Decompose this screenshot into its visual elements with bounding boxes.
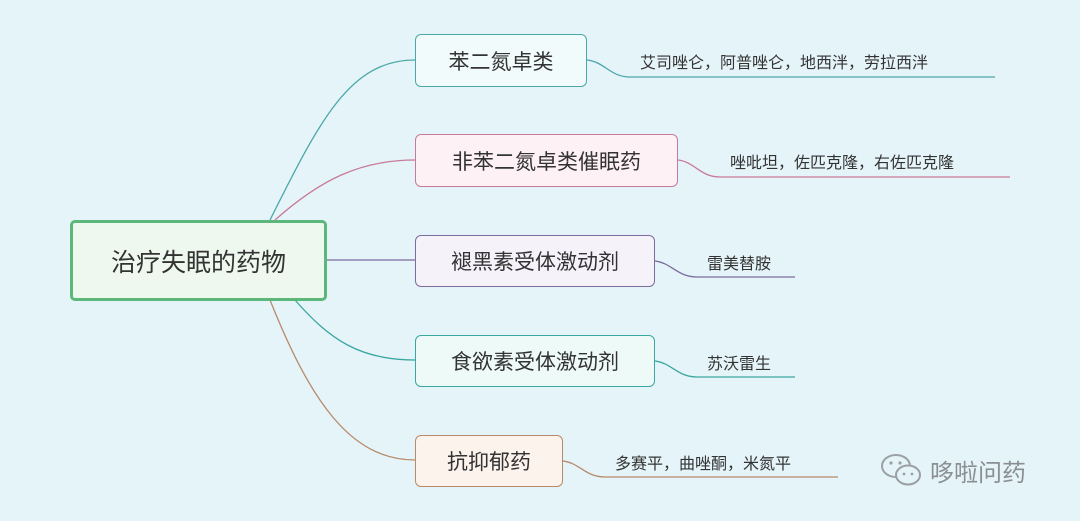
branch-node-melatonin-agonist: 褪黑素受体激动剂 (415, 235, 655, 287)
branch-node-antidepressants: 抗抑郁药 (415, 435, 563, 487)
root-node: 治疗失眠的药物 (70, 220, 327, 301)
connector-branch-5 (269, 299, 416, 461)
leaf-line-3 (654, 260, 795, 278)
branch-label: 苯二氮卓类 (448, 49, 554, 74)
branch-label: 非苯二氮卓类催眠药 (452, 149, 641, 174)
branch-node-orexin-agonist: 食欲素受体激动剂 (415, 335, 655, 387)
leaf-text: 唑吡坦，佐匹克隆，右佐匹克隆 (730, 153, 955, 172)
leaf-line-4 (654, 360, 795, 378)
branch-node-benzodiazepines: 苯二氮卓类 (415, 34, 587, 87)
root-label: 治疗失眠的药物 (110, 247, 286, 277)
watermark-text: 哆啦问药 (930, 458, 1026, 487)
leaf-text: 苏沃雷生 (707, 354, 772, 373)
connector-branch-4 (294, 299, 416, 361)
watermark: 哆啦问药 (880, 452, 1026, 488)
wechat-icon (881, 454, 921, 486)
branch-label: 食欲素受体激动剂 (451, 350, 619, 374)
leaf-line-1 (586, 59, 995, 78)
leaf-line-5 (562, 460, 838, 478)
connector-branch-2 (274, 159, 416, 221)
leaf-text: 艾司唑仑，阿普唑仑，地西泮，劳拉西泮 (640, 53, 929, 72)
leaf-line-2 (677, 159, 1010, 178)
leaf-text: 多赛平，曲唑酮，米氮平 (615, 454, 792, 473)
connector-branch-1 (269, 59, 416, 221)
leaf-text: 雷美替胺 (707, 254, 772, 273)
branch-label: 抗抑郁药 (447, 450, 531, 474)
branch-label: 褪黑素受体激动剂 (451, 250, 619, 274)
branch-node-non-benzodiazepine: 非苯二氮卓类催眠药 (415, 134, 678, 187)
